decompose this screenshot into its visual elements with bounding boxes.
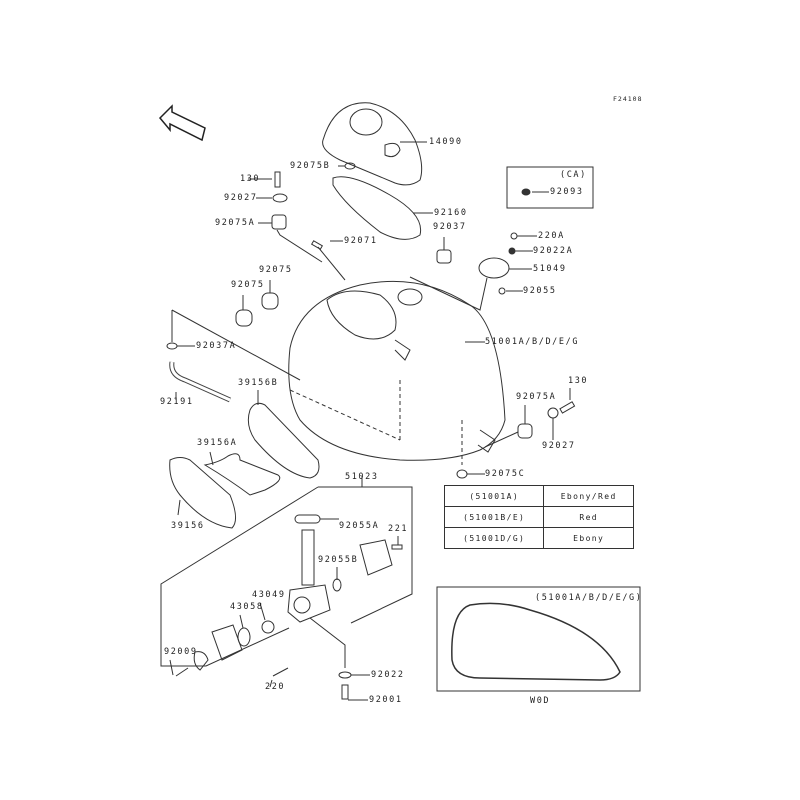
- part-label[interactable]: 92037A: [196, 341, 237, 351]
- part-label[interactable]: 130: [240, 174, 261, 184]
- part-label[interactable]: 92055: [523, 286, 557, 296]
- pad-part: [169, 457, 236, 529]
- color-cell: Ebony/Red: [543, 485, 634, 507]
- part-label[interactable]: 39156B: [238, 378, 279, 388]
- figure-id: F24108: [613, 95, 643, 103]
- part-label[interactable]: 92075B: [290, 161, 331, 171]
- clamp-part: [166, 342, 178, 350]
- part-label[interactable]: 92075: [231, 280, 265, 290]
- pad-part: [247, 402, 320, 479]
- part-label[interactable]: 92027: [224, 193, 258, 203]
- petcock-group-outline: [160, 486, 413, 667]
- part-label[interactable]: 14090: [429, 137, 463, 147]
- fuel-tank-part: [288, 280, 506, 465]
- part-label[interactable]: 51023: [345, 472, 379, 482]
- part-cell: (51001D/G): [443, 527, 545, 549]
- part-label[interactable]: 221: [388, 524, 409, 534]
- part-label[interactable]: 51049: [533, 264, 567, 274]
- fuel-cap-part: [478, 257, 510, 279]
- part-label[interactable]: 220: [265, 682, 286, 692]
- pad-part: [203, 453, 281, 496]
- inset-box: [436, 586, 641, 692]
- damper-part: [261, 292, 279, 310]
- part-label[interactable]: 51001A/B/D/E/G: [485, 337, 580, 347]
- fuel-petcock-part: [287, 529, 331, 623]
- bolt-part: [274, 171, 281, 188]
- damper-part: [271, 214, 287, 230]
- table-row: (51001B/E)Red: [443, 506, 634, 528]
- damper-part: [235, 309, 253, 327]
- part-label[interactable]: 92037: [433, 222, 467, 232]
- part-label[interactable]: 92075: [259, 265, 293, 275]
- hose-part: [169, 361, 232, 403]
- ca-title: (CA): [560, 170, 587, 180]
- part-cell: (51001A): [443, 485, 545, 507]
- part-label[interactable]: 92093: [550, 187, 584, 197]
- part-cell: (51001B/E): [443, 506, 545, 528]
- part-label[interactable]: 92055B: [318, 555, 359, 565]
- part-label[interactable]: 39156: [171, 521, 205, 531]
- part-label[interactable]: 92001: [369, 695, 403, 705]
- damper-part: [517, 423, 533, 439]
- part-label[interactable]: 130: [568, 376, 589, 386]
- meter-cover-part: [322, 102, 423, 186]
- cover-plate-part: [359, 539, 393, 576]
- part-label[interactable]: 92027: [542, 441, 576, 451]
- color-table: (51001A)Ebony/Red (51001B/E)Red (51001D/…: [443, 485, 634, 549]
- table-row: (51001A)Ebony/Red: [443, 485, 634, 507]
- color-cell: Red: [543, 506, 634, 528]
- part-label[interactable]: 92022: [371, 670, 405, 680]
- clip-part: [436, 249, 452, 264]
- inset-caption: W0D: [530, 696, 551, 706]
- part-label[interactable]: 92075A: [516, 392, 557, 402]
- front-arrow-icon: [158, 104, 206, 142]
- part-label[interactable]: 92071: [344, 236, 378, 246]
- part-label[interactable]: 92075A: [215, 218, 256, 228]
- part-label[interactable]: 92075C: [485, 469, 526, 479]
- inset-title: (51001A/B/D/E/G): [535, 593, 643, 603]
- tank-outline-part: [451, 602, 621, 681]
- washer-part: [272, 193, 288, 203]
- part-label[interactable]: 220A: [538, 231, 565, 241]
- part-label[interactable]: 92191: [160, 397, 194, 407]
- part-label[interactable]: 39156A: [197, 438, 238, 448]
- lever-part: [193, 651, 209, 671]
- part-label[interactable]: 92055A: [339, 521, 380, 531]
- part-label[interactable]: 92160: [434, 208, 468, 218]
- part-label[interactable]: 92009: [164, 647, 198, 657]
- part-label[interactable]: 92022A: [533, 246, 574, 256]
- part-label[interactable]: 43058: [230, 602, 264, 612]
- part-label[interactable]: 43049: [252, 590, 286, 600]
- table-row: (51001D/G)Ebony: [443, 527, 634, 549]
- ca-box: [506, 166, 594, 209]
- gasket-part: [332, 176, 422, 240]
- color-cell: Ebony: [543, 527, 634, 549]
